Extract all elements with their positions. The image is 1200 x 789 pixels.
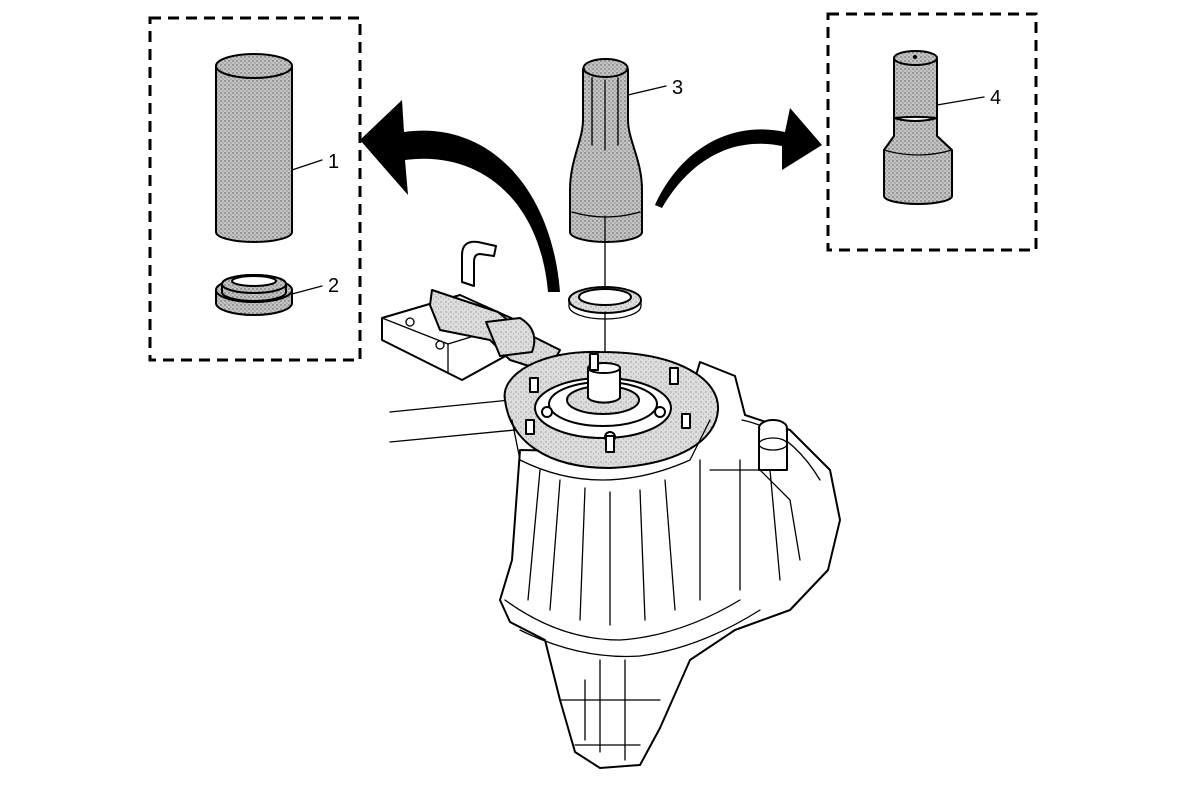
flange-studs: [525, 353, 691, 453]
tool-group-box-right: [826, 12, 1038, 252]
driver-handle-tool: [883, 50, 953, 205]
breather-tube: [461, 240, 497, 287]
mount-arm-boss: [485, 317, 536, 357]
arrow-to-right-tools: [655, 108, 822, 208]
callout-label-1: 1: [328, 151, 339, 173]
seal-installer-tool: [569, 58, 643, 243]
callout-leader-2: [291, 285, 323, 295]
callout-leader-3: [627, 85, 667, 96]
tool-group-box-left: [148, 16, 362, 362]
installer-cylinder-tool: [215, 53, 293, 243]
adapter-ring-tool: [215, 274, 293, 316]
callout-leader-4: [936, 96, 985, 106]
callout-label-3: 3: [672, 77, 683, 99]
mounting-flange: [503, 350, 720, 481]
callout-label-4: 4: [990, 87, 1001, 109]
callout-leader-1: [291, 159, 323, 171]
callout-label-2: 2: [328, 275, 339, 297]
seal: [568, 286, 642, 320]
arrow-to-left-tools: [360, 100, 560, 292]
